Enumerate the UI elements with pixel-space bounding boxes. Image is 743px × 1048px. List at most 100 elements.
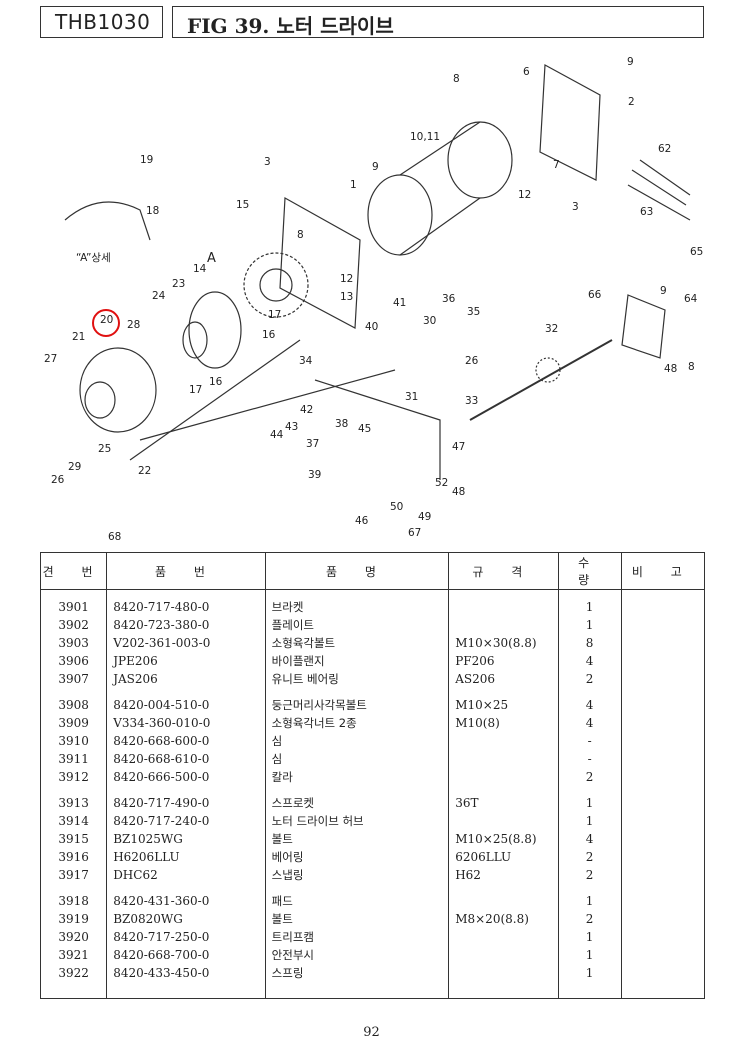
- callout-number: 10,11: [410, 131, 440, 143]
- cell-remarks: [620, 732, 706, 750]
- callout-number: 25: [98, 443, 111, 455]
- cell-qty: 1: [557, 928, 622, 946]
- cell-name: 둥근머리사각목볼트: [264, 688, 450, 714]
- callout-number: 48: [664, 363, 677, 375]
- cell-spec: [448, 964, 559, 999]
- cell-remarks: [620, 910, 706, 928]
- callout-number: 39: [308, 469, 321, 481]
- cell-name: 유니트 베어링: [264, 670, 450, 688]
- cell-spec: [448, 616, 559, 634]
- cell-name: 칼라: [264, 768, 450, 786]
- cell-remarks: [620, 830, 706, 848]
- cell-part: JPE206: [106, 652, 266, 670]
- cell-remarks: [620, 928, 706, 946]
- cell-part: V202-361-003-0: [106, 634, 266, 652]
- cell-spec: [448, 812, 559, 830]
- highlight-circle: [92, 309, 120, 337]
- cell-part: 8420-668-600-0: [106, 732, 266, 750]
- cell-name: 볼트: [264, 910, 450, 928]
- cell-no: 3910: [39, 732, 108, 750]
- column-header: 규 격: [448, 552, 559, 590]
- cell-name: 스프링: [264, 964, 450, 999]
- cell-remarks: [620, 964, 706, 999]
- cell-name: 소형육각볼트: [264, 634, 450, 652]
- callout-number: 52: [435, 477, 448, 489]
- cell-qty: 2: [557, 670, 622, 688]
- callout-number: 7: [553, 159, 560, 171]
- cell-no: 3909: [39, 714, 108, 732]
- cell-name: 소형육각너트 2종: [264, 714, 450, 732]
- cell-qty: 1: [557, 946, 622, 964]
- cell-remarks: [620, 652, 706, 670]
- cell-qty: 4: [557, 714, 622, 732]
- drum-end-right: [447, 121, 513, 199]
- cell-name: 심: [264, 732, 450, 750]
- callout-number: 6: [523, 66, 530, 78]
- cell-spec: M8×20(8.8): [448, 910, 559, 928]
- callout-number: 28: [127, 319, 140, 331]
- cell-remarks: [620, 946, 706, 964]
- callout-number: 32: [545, 323, 558, 335]
- cell-qty: 1: [557, 589, 622, 616]
- cell-spec: [448, 946, 559, 964]
- callout-number: 46: [355, 515, 369, 527]
- model-code-box: THB1030: [40, 6, 163, 38]
- callout-number: 13: [340, 291, 353, 303]
- cell-no: 3915: [39, 830, 108, 848]
- cell-part: 8420-723-380-0: [106, 616, 266, 634]
- callout-number: 64: [684, 293, 698, 305]
- cell-no: 3918: [39, 884, 108, 910]
- cell-remarks: [620, 714, 706, 732]
- callout-number: 35: [467, 306, 480, 318]
- figure-title: FIG 39. 노터 드라이브: [187, 14, 394, 38]
- cell-name: 안전부시: [264, 946, 450, 964]
- cell-part: 8420-717-490-0: [106, 786, 266, 812]
- cell-spec: [448, 768, 559, 786]
- callout-number: 23: [172, 278, 185, 290]
- column-header: 견 번: [39, 552, 108, 590]
- cell-remarks: [620, 589, 706, 616]
- cell-qty: 1: [557, 964, 622, 999]
- cell-qty: 1: [557, 812, 622, 830]
- column-header: 품 명: [264, 552, 450, 590]
- cell-no: 3908: [39, 688, 108, 714]
- callout-number: 44: [270, 429, 284, 441]
- callout-number: 67: [408, 527, 421, 539]
- callout-number: 62: [658, 143, 671, 155]
- cell-remarks: [620, 750, 706, 768]
- cell-name: 트리프캠: [264, 928, 450, 946]
- cell-part: 8420-717-250-0: [106, 928, 266, 946]
- callout-number: 15: [236, 199, 249, 211]
- cell-remarks: [620, 848, 706, 866]
- callout-number: 29: [68, 461, 81, 473]
- cell-remarks: [620, 884, 706, 910]
- cell-name: 스냅링: [264, 866, 450, 884]
- cell-spec: [448, 750, 559, 768]
- cell-qty: 8: [557, 634, 622, 652]
- callout-number: 66: [588, 289, 602, 301]
- callout-number: 17: [268, 309, 281, 321]
- cell-remarks: [620, 786, 706, 812]
- callout-number: 3: [572, 201, 579, 213]
- callout-number: 38: [335, 418, 348, 430]
- callout-number: 34: [299, 355, 313, 367]
- cell-name: 베어링: [264, 848, 450, 866]
- bracket-plate-shape: [279, 197, 361, 329]
- callout-number: 26: [51, 474, 65, 486]
- view-a-label: A: [207, 251, 216, 266]
- callout-number: 43: [285, 421, 298, 433]
- callout-number: 14: [193, 263, 207, 275]
- cell-part: JAS206: [106, 670, 266, 688]
- column-header: 수 량: [557, 552, 622, 590]
- cell-part: H6206LLU: [106, 848, 266, 866]
